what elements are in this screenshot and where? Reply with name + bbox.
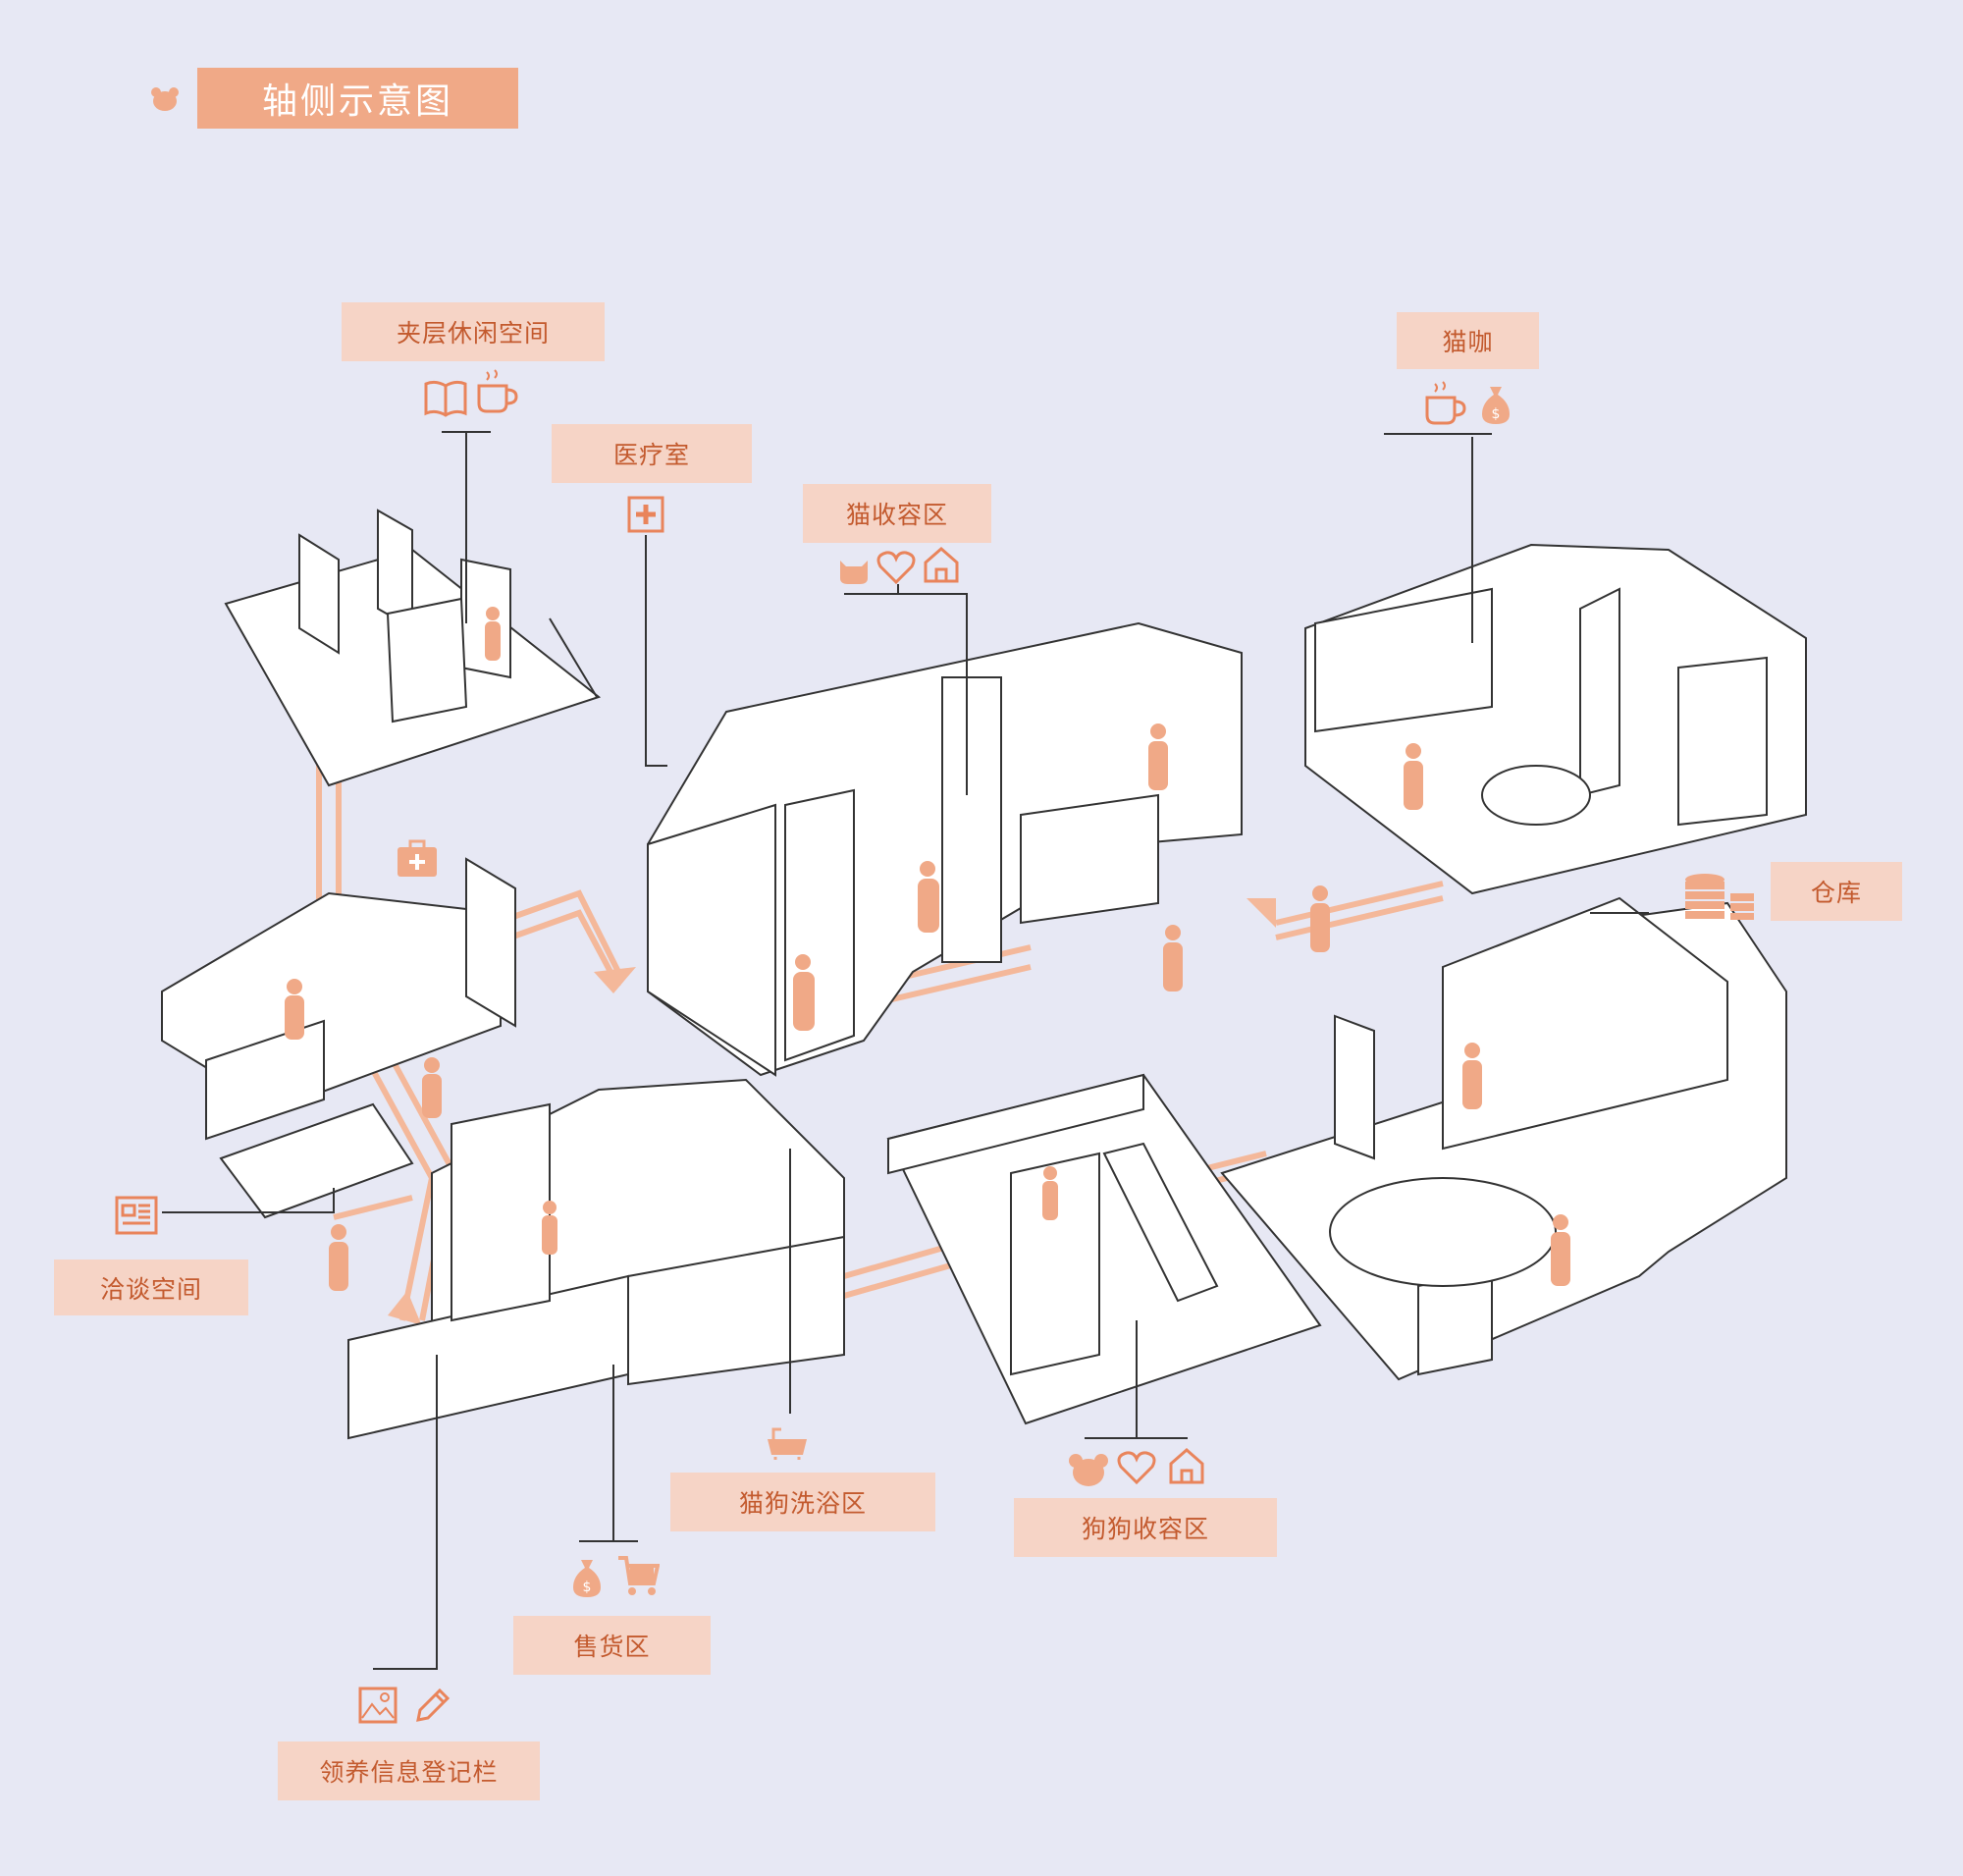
people-figures xyxy=(285,607,1570,1291)
house-icon xyxy=(923,545,960,588)
heart-icon xyxy=(876,550,916,589)
bath-tub-icon xyxy=(766,1425,809,1465)
warehouse-model xyxy=(1220,896,1787,1381)
mezzanine-model xyxy=(224,509,602,787)
money-bag-icon: $ xyxy=(571,1556,603,1603)
svg-text:$: $ xyxy=(1492,406,1501,422)
label-sales: 售货区 xyxy=(513,1616,711,1675)
label-mezzanine: 夹层休闲空间 xyxy=(342,302,605,361)
shelter-model xyxy=(647,621,1243,1077)
svg-text:$: $ xyxy=(583,1580,592,1595)
coffee-cup-icon xyxy=(473,366,520,419)
cat-cafe-model xyxy=(1304,543,1807,895)
coin-stack-icon xyxy=(1683,872,1756,925)
house-icon xyxy=(1168,1446,1205,1489)
medical-cross-icon xyxy=(627,496,664,537)
label-warehouse: 仓库 xyxy=(1771,862,1902,921)
money-bag-icon: $ xyxy=(1480,383,1512,430)
shopping-cart-icon xyxy=(616,1554,661,1601)
label-medical: 医疗室 xyxy=(552,424,752,483)
label-bath: 猫狗洗浴区 xyxy=(670,1473,935,1531)
page-title: 轴侧示意图 xyxy=(197,68,518,129)
cat-icon xyxy=(834,555,874,590)
pencil-icon xyxy=(412,1687,451,1728)
label-dog-shelter: 狗狗收容区 xyxy=(1014,1498,1277,1557)
label-adoption: 领养信息登记栏 xyxy=(278,1742,540,1800)
bear-head-icon xyxy=(150,86,180,116)
heart-icon xyxy=(1117,1450,1156,1489)
picture-icon xyxy=(358,1687,398,1728)
document-icon xyxy=(115,1196,158,1239)
dog-icon xyxy=(1068,1451,1109,1492)
label-cat-shelter: 猫收容区 xyxy=(803,484,991,543)
book-icon xyxy=(424,378,467,421)
label-meeting: 洽谈空间 xyxy=(54,1260,248,1315)
medical-room-model xyxy=(161,857,516,1219)
bath-model xyxy=(347,1078,845,1440)
coffee-cup-icon xyxy=(1421,378,1468,431)
leader-lines xyxy=(162,431,1649,1670)
dog-shelter-model xyxy=(886,1073,1322,1425)
first-aid-kit-icon xyxy=(396,839,439,883)
label-cat-cafe: 猫咖 xyxy=(1397,312,1539,369)
